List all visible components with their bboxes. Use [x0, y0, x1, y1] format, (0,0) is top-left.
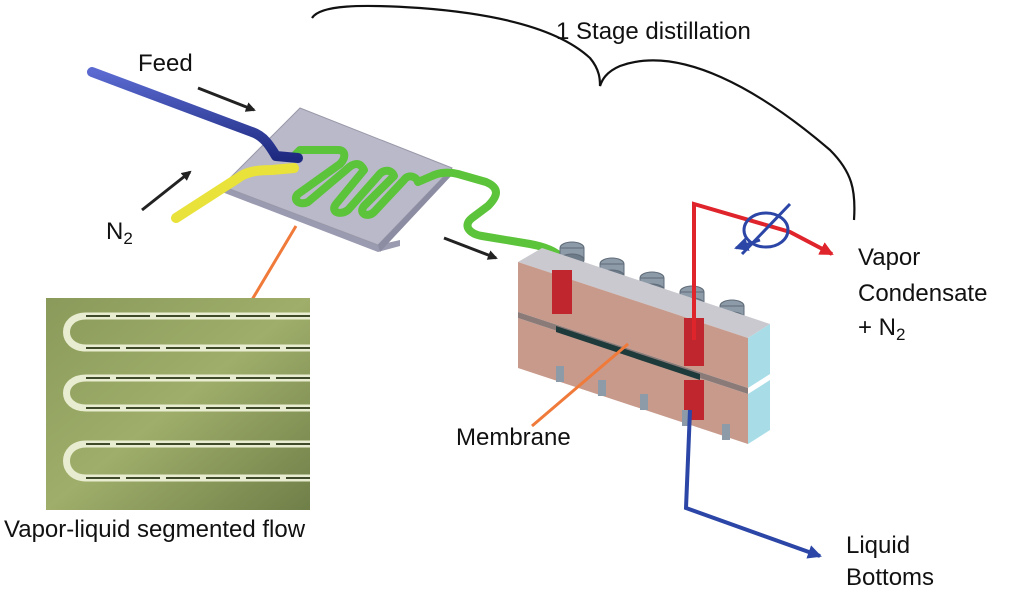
- photo-caption: Vapor-liquid segmented flow: [4, 516, 306, 543]
- membrane-leader-line: [531, 342, 629, 428]
- vapor-label-line2: Condensate: [858, 280, 988, 307]
- condenser-symbol-icon: [734, 202, 792, 256]
- n2-label-sub: 2: [123, 229, 133, 248]
- chip-edge: [378, 168, 452, 252]
- feed-arrow: [197, 86, 256, 112]
- membrane-block: [518, 241, 770, 444]
- serpentine-channel: [288, 146, 570, 274]
- n2-arrow: [141, 170, 192, 212]
- upper-block-side: [748, 324, 770, 388]
- membrane-layer: [556, 326, 700, 380]
- n2-label-main: N: [106, 218, 124, 245]
- n2-label: N2: [106, 218, 133, 247]
- vapor-label-line1: Vapor: [858, 244, 921, 271]
- vapor-outlet-line: [692, 201, 834, 340]
- stage-brace: [311, 4, 856, 221]
- transfer-arrow: [443, 236, 498, 260]
- membrane-label: Membrane: [456, 424, 571, 451]
- liquid-outlet-line: [683, 409, 822, 559]
- liquid-label-line2: Bottoms: [846, 564, 935, 591]
- feed-tube: [87, 67, 303, 163]
- bottom-pins: [556, 366, 730, 440]
- vapor-label-line3-prefix: + N: [858, 314, 897, 341]
- vapor-label-line3-sub: 2: [896, 325, 906, 344]
- stage-title: 1 Stage distillation: [556, 18, 751, 45]
- vapor-label-line3: + N2: [858, 314, 905, 343]
- liquid-label-line1: Liquid: [846, 532, 911, 559]
- segmented-flow-photo: [46, 298, 310, 510]
- n2-tube: [171, 163, 299, 223]
- lower-block-side: [748, 380, 770, 444]
- feed-label: Feed: [138, 50, 193, 77]
